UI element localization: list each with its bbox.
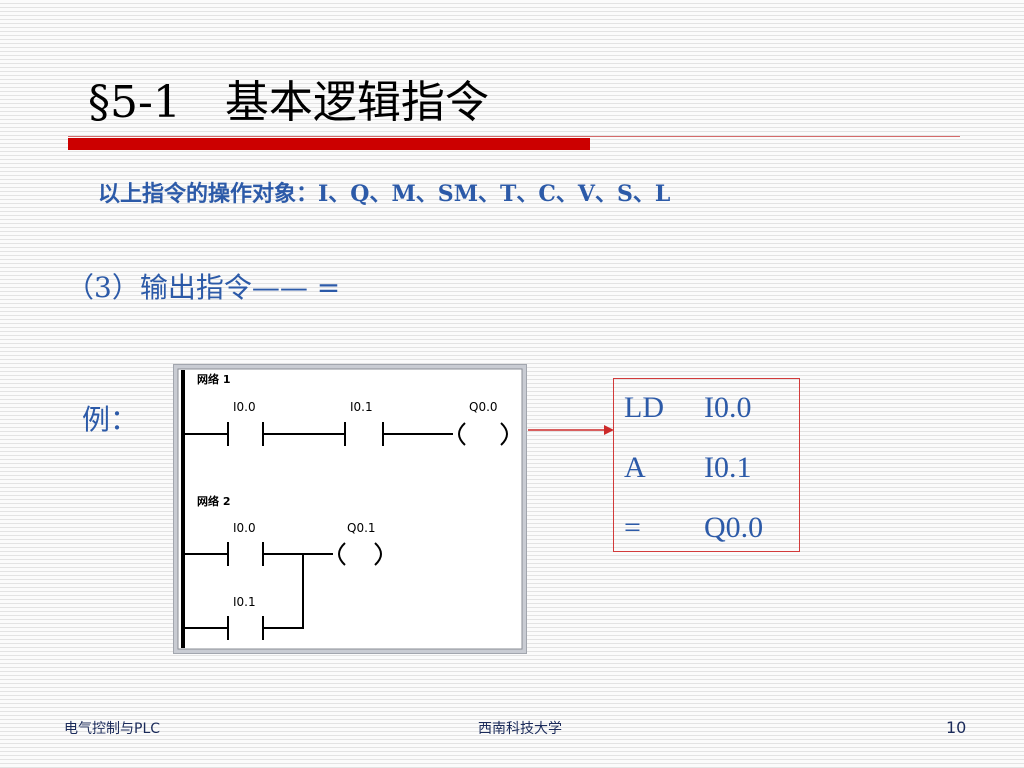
arrow-icon (528, 425, 614, 435)
operand-list: 以上指令的操作对象：I、Q、M、SM、T、C、V、S、L (98, 181, 671, 207)
instruction-op: A (624, 451, 646, 484)
title-underline-thin (68, 136, 960, 137)
network1-coil-label: Q0.0 (469, 400, 498, 414)
network2-coil-label: Q0.1 (347, 521, 376, 535)
ladder-diagram: 网络 1 I0.0 I0.1 Q0.0 网络 2 I0.0 I0.1 Q0.1 (173, 364, 527, 654)
network1-label: 网络 1 (197, 372, 230, 386)
footer-course: 电气控制与PLC (64, 721, 161, 737)
title-underline-bar (68, 138, 590, 150)
ladder-canvas (177, 368, 523, 650)
slide-title: §5-1 基本逻辑指令 (88, 77, 489, 128)
network2-rung (183, 542, 382, 640)
instruction-operand: I0.0 (704, 391, 752, 424)
page-number: 10 (946, 718, 967, 737)
footer-university: 西南科技大学 (478, 721, 562, 737)
instruction-row: A I0.1 (624, 451, 752, 485)
network1-contact2-label: I0.1 (350, 400, 373, 414)
network1-rung (183, 422, 508, 446)
instruction-list-box: LD I0.0 A I0.1 = Q0.0 (613, 378, 800, 552)
instruction-operand: Q0.0 (704, 511, 764, 544)
instruction-op: LD (624, 391, 664, 424)
network2-contact2-label: I0.1 (233, 595, 256, 609)
network2-label: 网络 2 (197, 494, 230, 508)
section-subheading: （3）输出指令—— = (66, 271, 341, 304)
instruction-row: LD I0.0 (624, 391, 752, 425)
network2-contact1-label: I0.0 (233, 521, 256, 535)
instruction-row: = Q0.0 (624, 511, 763, 545)
instruction-op: = (624, 511, 641, 544)
network1-contact1-label: I0.0 (233, 400, 256, 414)
example-label: 例： (82, 403, 139, 436)
instruction-operand: I0.1 (704, 451, 752, 484)
